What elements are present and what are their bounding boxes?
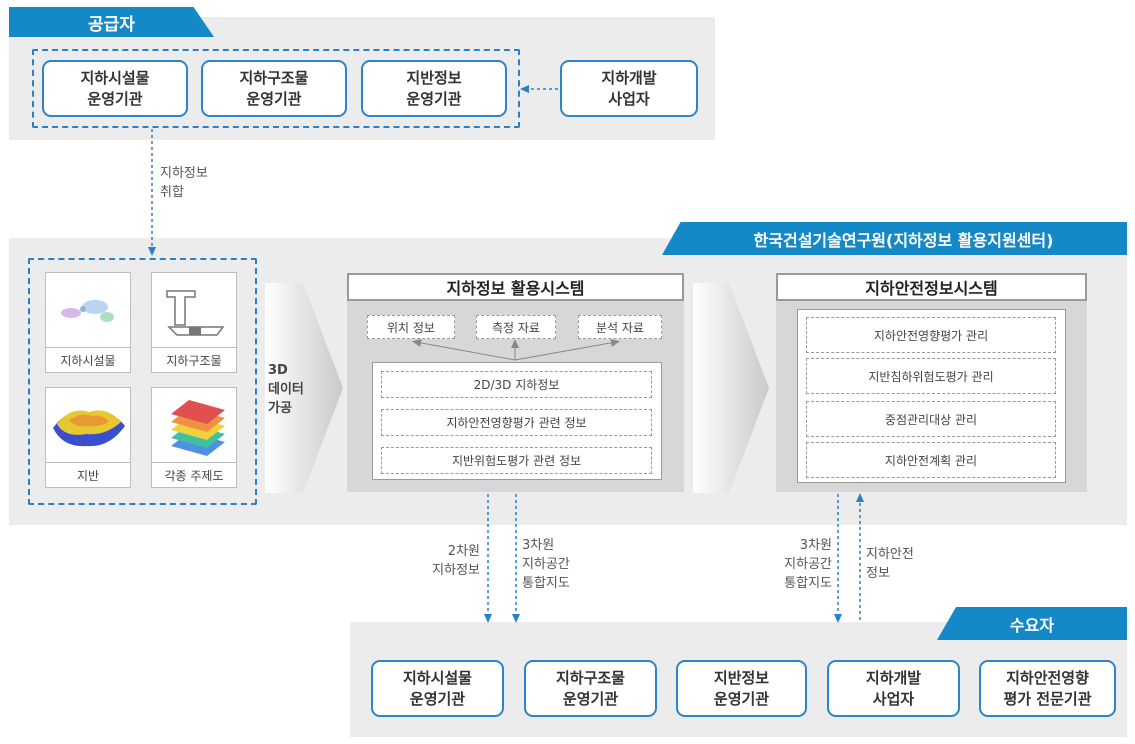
supplier-tab: 공급자 — [9, 7, 214, 37]
demand-org-safety-expert: 지하안전영향 평가 전문기관 — [979, 660, 1116, 717]
info-safety-impact: 지하안전영향평가 관련 정보 — [381, 409, 652, 436]
processing-label: 3D 데이터 가공 — [268, 363, 304, 416]
output-analysis-data: 분석 자료 — [578, 315, 662, 339]
system-link-arrow — [693, 283, 769, 493]
flow-label-2d: 2차원 지하정보 — [432, 544, 480, 578]
safety-system-title: 지하안전정보시스템 — [776, 273, 1087, 301]
structure-icon — [166, 290, 225, 336]
flow-label-safety-info: 지하안전 정보 — [866, 547, 914, 581]
demand-org-developer: 지하개발 사업자 — [827, 660, 960, 717]
tile-thematic-maps: 각종 주제도 — [151, 387, 237, 488]
demand-org-ground: 지반정보 운영기관 — [676, 660, 807, 717]
kict-tab: 한국건설기술연구원(지하정보 활용지원센터) — [662, 222, 1127, 255]
priority-target-mgmt: 중점관리대상 관리 — [806, 401, 1056, 437]
terrain-icon — [53, 410, 125, 447]
subsidence-risk-mgmt: 지반침하위험도평가 관리 — [806, 358, 1056, 394]
supplier-org-structure: 지하구조물 운영기관 — [201, 60, 347, 117]
processing-arrow — [265, 283, 343, 493]
tile-ground: 지반 — [45, 387, 131, 488]
demand-org-structure: 지하구조물 운영기관 — [524, 660, 657, 717]
supplier-dashed-group — [32, 49, 520, 128]
facility-map-icon — [61, 300, 114, 322]
tile-underground-facility: 지하시설물 — [45, 272, 131, 373]
flow-label-3d-b: 3차원 지하공간 통합지도 — [784, 538, 832, 591]
layers-icon — [171, 400, 225, 456]
supplier-tab-label: 공급자 — [88, 14, 135, 35]
safety-plan-mgmt: 지하안전계획 관리 — [806, 442, 1056, 478]
tile-label: 지하구조물 — [152, 347, 236, 372]
data-tiles-group — [28, 258, 257, 505]
output-measurement-data: 측정 자료 — [476, 315, 556, 339]
collect-label: 지하정보 취합 — [160, 166, 208, 200]
safety-impact-mgmt: 지하안전영향평가 관리 — [806, 317, 1056, 353]
supplier-org-facility: 지하시설물 운영기관 — [42, 60, 188, 117]
tile-underground-structure: 지하구조물 — [151, 272, 237, 373]
output-location-info: 위치 정보 — [367, 315, 455, 339]
tile-label: 지반 — [46, 462, 130, 487]
utilization-system-title: 지하정보 활용시스템 — [347, 273, 684, 301]
demand-tab: 수요자 — [937, 607, 1127, 640]
tile-label: 각종 주제도 — [152, 462, 236, 487]
kict-tab-label: 한국건설기술연구원(지하정보 활용지원센터) — [753, 230, 1054, 250]
tile-label: 지하시설물 — [46, 347, 130, 372]
supplier-org-ground: 지반정보 운영기관 — [361, 60, 507, 117]
info-2d3d: 2D/3D 지하정보 — [381, 371, 652, 398]
info-ground-risk: 지반위험도평가 관련 정보 — [381, 447, 652, 474]
supplier-org-developer: 지하개발 사업자 — [560, 60, 698, 117]
flow-label-3d: 3차원 지하공간 통합지도 — [522, 538, 570, 591]
demand-org-facility: 지하시설물 운영기관 — [371, 660, 504, 717]
demand-tab-label: 수요자 — [1009, 615, 1055, 635]
